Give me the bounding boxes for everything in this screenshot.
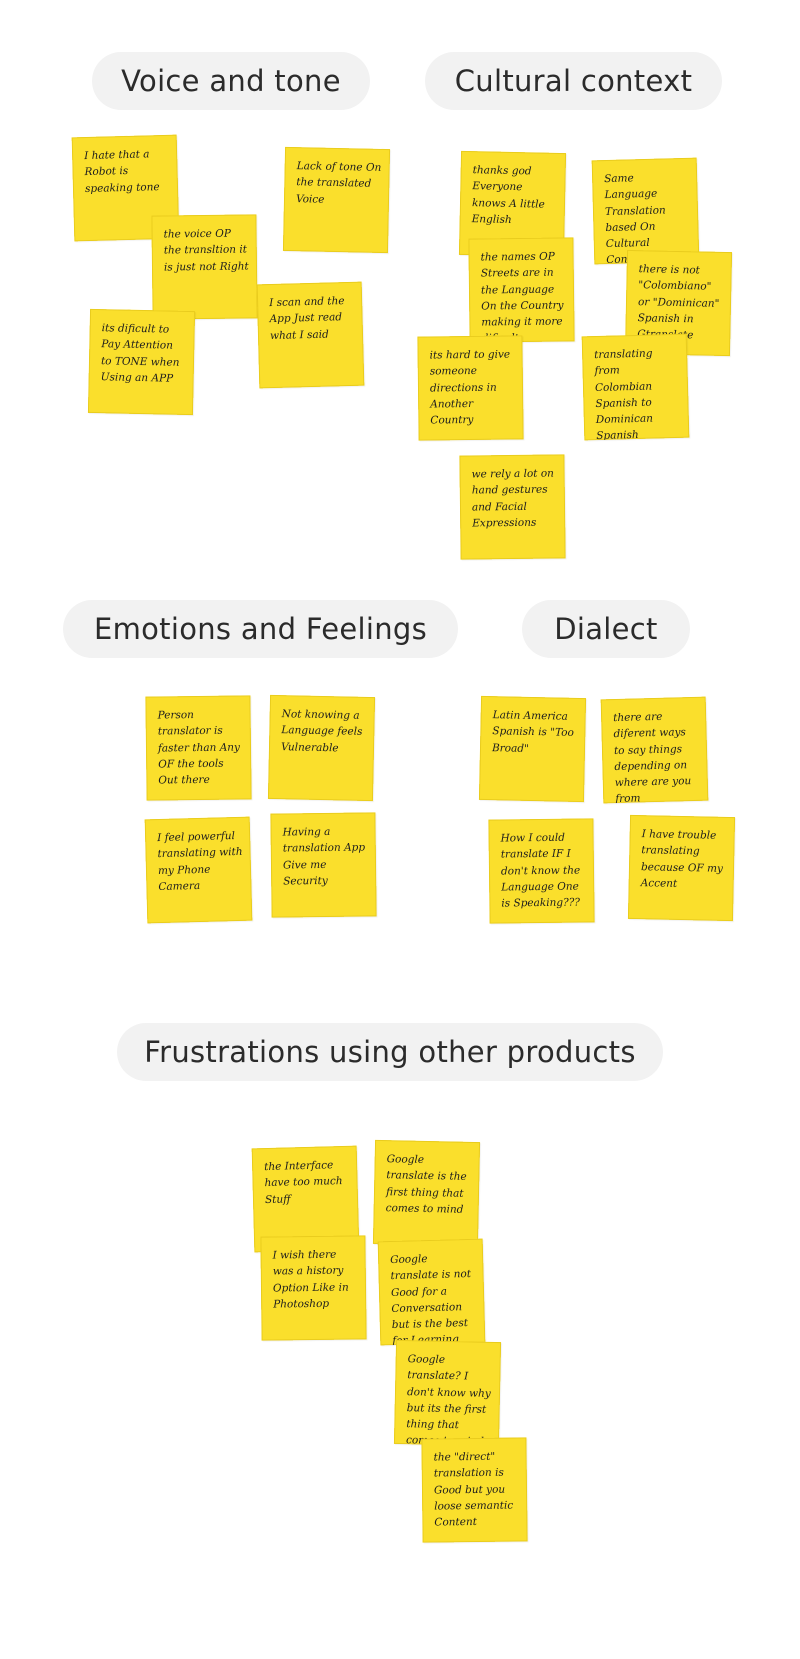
sticky-note[interactable]: I have trouble translating because OF my…: [627, 814, 736, 922]
sticky-note[interactable]: Google translate is the first thing that…: [372, 1139, 481, 1247]
sticky-note[interactable]: the names OP Streets are in the Language…: [468, 237, 575, 343]
sticky-note[interactable]: Lack of tone On the translated Voice: [282, 146, 391, 254]
sticky-note[interactable]: Not knowing a Language feels Vulnerable: [267, 694, 376, 802]
sticky-note[interactable]: we rely a lot on hand gestures and Facia…: [459, 454, 566, 560]
sticky-note[interactable]: its dificult to Pay Attention to TONE wh…: [87, 308, 196, 416]
sticky-note[interactable]: I feel powerful translating with my Phon…: [144, 816, 253, 924]
sticky-note[interactable]: Same Language Translation based On Cultu…: [591, 157, 700, 265]
sticky-note[interactable]: Google translate is not Good for a Conve…: [377, 1238, 486, 1346]
cluster-title-cultural-context: Cultural context: [425, 52, 722, 110]
sticky-note[interactable]: I scan and the App Just read what I said: [256, 281, 365, 389]
sticky-note[interactable]: I wish there was a history Option Like i…: [260, 1235, 367, 1341]
sticky-note[interactable]: Having a translation App Give me Securit…: [270, 812, 377, 918]
sticky-note[interactable]: the "direct" translation is Good but you…: [421, 1437, 528, 1543]
sticky-note[interactable]: Google translate? I don't know why but i…: [393, 1339, 502, 1447]
cluster-title-dialect: Dialect: [522, 600, 690, 658]
sticky-note[interactable]: its hard to give someone directions in A…: [417, 335, 524, 441]
sticky-note[interactable]: there are diferent ways to say things de…: [600, 696, 709, 804]
sticky-note[interactable]: Latin America Spanish is "Too Broad": [478, 695, 587, 803]
cluster-title-voice-and-tone: Voice and tone: [92, 52, 370, 110]
sticky-note[interactable]: the voice OP the transltion it is just n…: [151, 214, 258, 320]
sticky-note[interactable]: How I could translate IF I don't know th…: [488, 818, 595, 924]
sticky-note[interactable]: translating from Colombian Spanish to Do…: [581, 333, 690, 441]
sticky-note[interactable]: Person translator is faster than Any OF …: [145, 695, 252, 801]
cluster-title-frustrations: Frustrations using other products: [117, 1023, 663, 1081]
cluster-title-emotions-and-feelings: Emotions and Feelings: [63, 600, 458, 658]
